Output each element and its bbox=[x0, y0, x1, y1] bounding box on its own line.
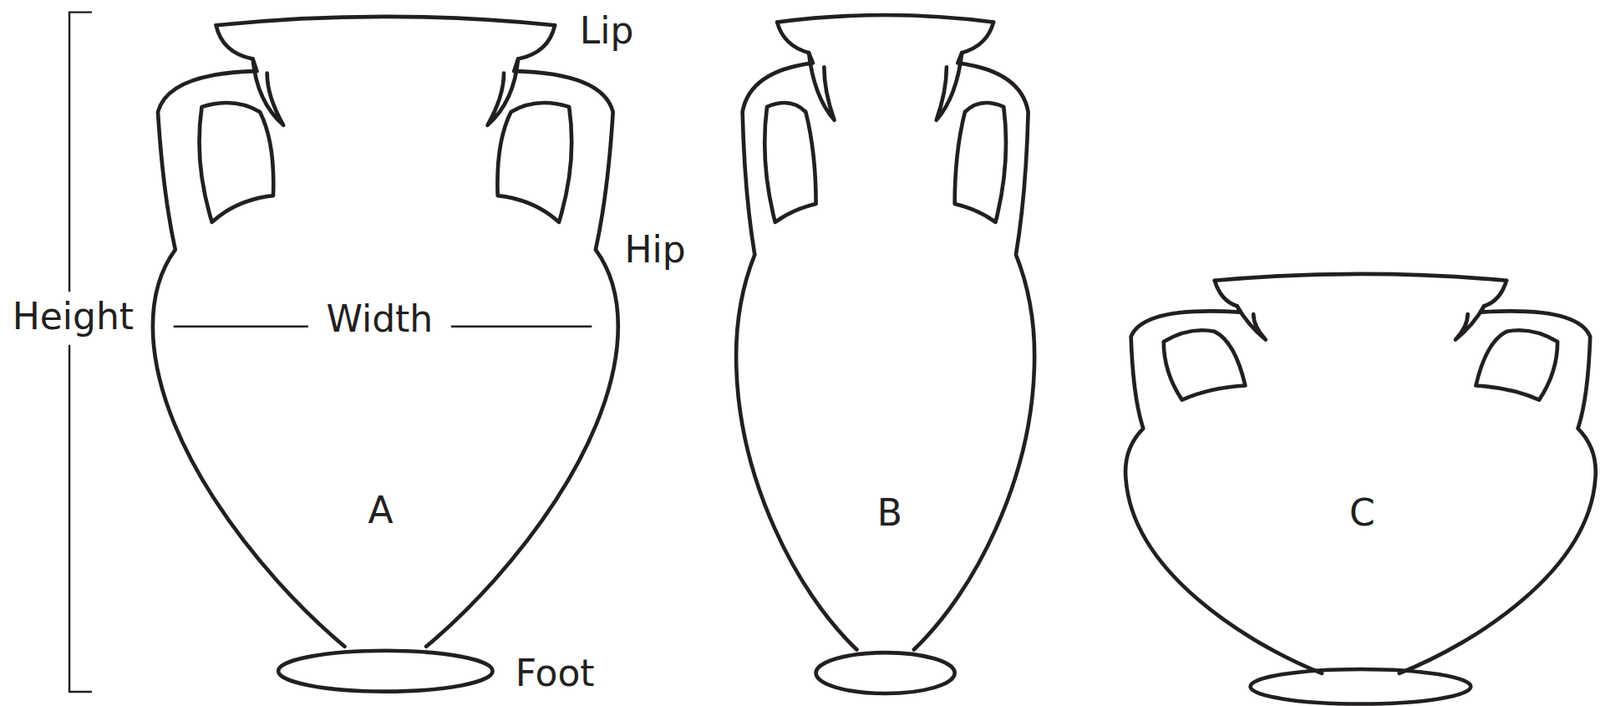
part-label: Lip bbox=[579, 9, 635, 52]
bracket-line bbox=[69, 12, 92, 293]
vase-half bbox=[736, 22, 858, 651]
vase-half bbox=[1398, 280, 1595, 674]
vase-letter: C bbox=[1349, 492, 1376, 535]
body-outline bbox=[426, 25, 619, 648]
handle-hole bbox=[199, 102, 275, 223]
part-label: Hip bbox=[624, 228, 686, 272]
neck-spur bbox=[936, 52, 963, 121]
handle-hole bbox=[497, 102, 573, 223]
body-outline bbox=[914, 22, 1035, 651]
width-line bbox=[451, 325, 593, 328]
lip-rim bbox=[1213, 274, 1506, 281]
neck-spur bbox=[487, 59, 519, 126]
vase-half bbox=[426, 25, 619, 648]
neck-spur bbox=[1236, 305, 1265, 340]
vase-half bbox=[152, 25, 346, 648]
handle-hole bbox=[954, 102, 1006, 223]
neck-spur bbox=[808, 52, 835, 121]
handle-hole bbox=[765, 102, 817, 223]
body-outline bbox=[1398, 280, 1595, 674]
neck-spur bbox=[253, 59, 285, 126]
vase-outline: B bbox=[730, 5, 1043, 698]
foot-disc bbox=[1249, 669, 1471, 705]
handle-hole bbox=[1475, 330, 1558, 400]
foot-disc bbox=[816, 652, 955, 694]
vase-letter: A bbox=[367, 488, 393, 532]
foot-disc bbox=[278, 650, 493, 692]
vase-drawing bbox=[730, 5, 1043, 698]
vase-lines bbox=[1125, 274, 1596, 705]
bracket-line bbox=[69, 345, 92, 692]
vase-lines bbox=[736, 15, 1036, 694]
dimension-label: Width bbox=[325, 298, 433, 341]
width-line bbox=[173, 325, 309, 328]
body-outline bbox=[736, 22, 858, 651]
vase-half bbox=[1125, 280, 1322, 674]
vase-lines bbox=[152, 16, 619, 692]
body-outline bbox=[1125, 280, 1322, 674]
neck-spur bbox=[1455, 305, 1484, 340]
handle-hole bbox=[1163, 330, 1245, 400]
part-label: Height bbox=[12, 294, 134, 338]
vase-letter: B bbox=[877, 492, 903, 535]
vase-half bbox=[914, 22, 1035, 651]
vase-drawing bbox=[1118, 263, 1600, 706]
vase-drawing bbox=[148, 5, 625, 698]
lip-rim bbox=[777, 15, 995, 23]
vase-outline: C bbox=[1118, 263, 1600, 706]
part-label: Foot bbox=[515, 652, 595, 696]
vase-outline: WidthA bbox=[148, 5, 625, 698]
body-outline bbox=[152, 25, 346, 648]
lip-rim bbox=[216, 16, 555, 26]
height-bracket bbox=[69, 12, 92, 692]
